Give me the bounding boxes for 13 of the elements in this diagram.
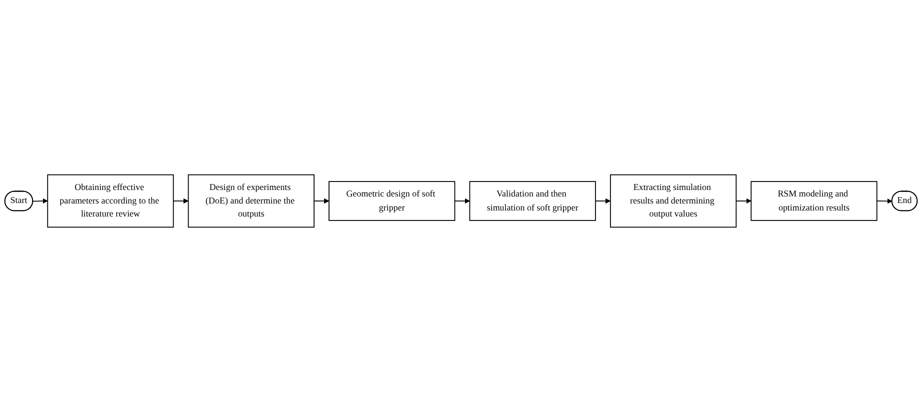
arrow	[32, 198, 48, 204]
arrow	[595, 198, 611, 204]
node-box: Extracting simulation results and determining output values	[610, 174, 737, 228]
node-box: RSM modeling and optimization results	[750, 181, 878, 221]
node-box: Design of experiments (DoE) and determine the outputs	[188, 174, 315, 228]
arrow	[736, 198, 752, 204]
node-box: Geometric design of soft gripper	[328, 181, 456, 221]
arrow	[876, 198, 892, 204]
arrow	[454, 198, 470, 204]
arrow	[314, 198, 330, 204]
node-box: Obtaining effective parameters according to the literature review	[47, 174, 174, 228]
node-box: Validation and then simulation of soft gripper	[469, 181, 596, 221]
arrow	[172, 198, 189, 204]
